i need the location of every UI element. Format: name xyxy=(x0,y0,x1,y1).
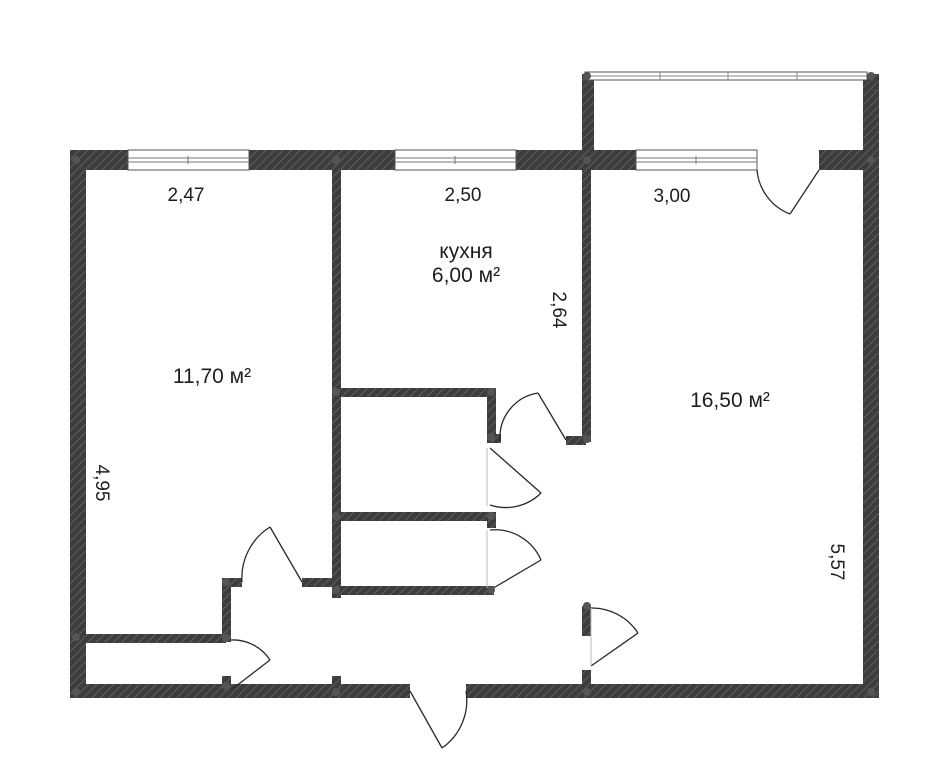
door-left-room xyxy=(241,526,303,583)
door-right-room xyxy=(590,607,639,667)
wall-closet-bottom-stub xyxy=(222,676,231,686)
right-room-area: 16,50 м² xyxy=(690,389,770,412)
wall-bottom-segment xyxy=(466,684,879,698)
wall-top-segment xyxy=(249,150,395,170)
wall-closet-top xyxy=(86,634,226,643)
wall-left xyxy=(70,150,86,698)
kitchen-name: кухня xyxy=(439,240,492,263)
door-entrance xyxy=(409,690,468,749)
wall-kitchen-right-lower xyxy=(582,606,591,636)
wall-corridor-stub xyxy=(302,578,341,587)
door-bathroom xyxy=(486,447,542,509)
wall-corridor-bottom-stub xyxy=(332,676,341,686)
wall-right xyxy=(863,74,879,698)
dim-right-width: 3,00 xyxy=(654,186,691,207)
wall-kitchen-right-bottom xyxy=(582,670,591,690)
wall-nodes xyxy=(72,72,875,696)
wall-bath-right xyxy=(487,388,496,442)
wall-toilet-bottom xyxy=(341,586,494,595)
door-closet xyxy=(230,639,271,691)
wall-left-kitchen xyxy=(332,170,341,598)
labels: 2,47 2,50 3,00 кухня 6,00 м² 11,70 м² 16… xyxy=(91,185,847,580)
dim-right-depth: 5,57 xyxy=(826,544,847,581)
interior-walls xyxy=(86,170,591,690)
wall-top-segment xyxy=(516,150,636,170)
door-kitchen xyxy=(499,392,567,441)
wall-kitchen-door-stub xyxy=(566,436,586,445)
window-right xyxy=(635,149,758,171)
wall-kitchen-right xyxy=(582,170,591,442)
windows xyxy=(127,149,758,171)
window-left xyxy=(127,149,250,171)
wall-bath-toilet xyxy=(341,512,494,521)
door-balcony xyxy=(756,169,820,215)
dim-kitchen-width: 2,50 xyxy=(445,185,482,206)
door-toilet xyxy=(486,529,542,591)
dim-left-depth: 4,95 xyxy=(91,465,112,502)
dim-kitchen-depth: 2,64 xyxy=(548,292,569,329)
kitchen-area: 6,00 м² xyxy=(432,264,500,287)
doors xyxy=(230,169,820,749)
wall-kitchen-bottom xyxy=(341,388,494,397)
outer-walls xyxy=(70,74,879,698)
dim-left-width: 2,47 xyxy=(168,185,205,206)
window-kitchen xyxy=(394,149,517,171)
wall-toilet-right-stub xyxy=(487,512,496,528)
wall-closet-stub xyxy=(222,578,242,587)
left-room-area: 11,70 м² xyxy=(173,365,251,388)
balcony xyxy=(582,71,868,170)
balcony-wall xyxy=(582,74,594,170)
wall-closet-right xyxy=(222,578,231,642)
wall-bottom-segment xyxy=(70,684,410,698)
wall-top-segment xyxy=(819,150,871,170)
